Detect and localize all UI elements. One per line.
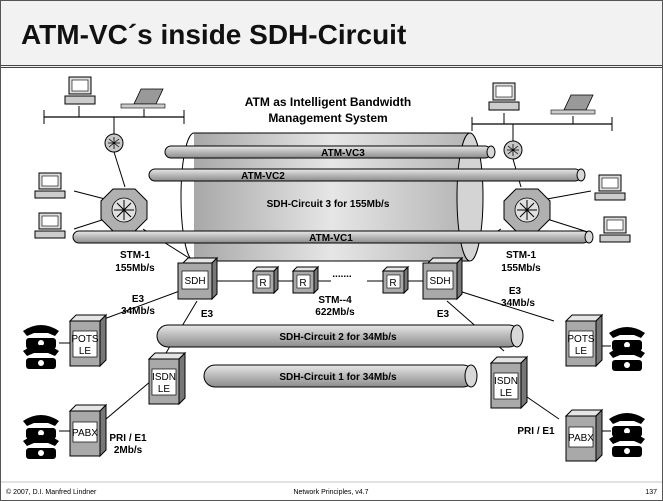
svg-text:ISDN: ISDN (494, 376, 518, 387)
isdn-exchange-left: ISDN LE (147, 351, 187, 406)
sdh-label: SDH (429, 276, 450, 287)
telephone-icon (23, 345, 59, 369)
title-bar: ATM-VC´s inside SDH-Circuit (1, 1, 662, 68)
regenerator-icon: R (291, 265, 320, 295)
atm-vc2-pipe (148, 168, 586, 182)
computer-icon (488, 82, 520, 111)
svg-text:R: R (259, 278, 266, 289)
svg-text:LE: LE (500, 388, 513, 399)
pri-label-right: PRI / E1 (517, 426, 555, 437)
atm-vc3-pipe (164, 145, 496, 159)
svg-text:R: R (389, 278, 396, 289)
computer-icon (594, 174, 626, 201)
stm4-label: STM--4 (318, 295, 352, 306)
sdh-circuit-3-label: SDH-Circuit 3 for 155Mb/s (267, 199, 390, 210)
svg-text:LE: LE (575, 346, 588, 357)
router-icon (104, 133, 124, 153)
stm4-rate: 622Mb/s (315, 307, 355, 318)
stm1-rate-right: 155Mb/s (501, 263, 541, 274)
atm-vc3-label: ATM-VC3 (321, 148, 365, 159)
computer-icon (599, 216, 631, 243)
footer-course: Network Principles, v4.7 (293, 489, 368, 496)
sdh-node-right: SDH (422, 256, 464, 301)
headline-line1: ATM as Intelligent Bandwidth (245, 95, 411, 109)
e3-label-right: E3 (509, 286, 522, 297)
telephone-icon (609, 347, 645, 371)
svg-text:LE: LE (158, 384, 171, 395)
stm1-label-right: STM-1 (506, 250, 536, 261)
pabx-left: PABX (68, 403, 108, 458)
pots-exchange-left: POTS LE (68, 313, 108, 368)
lan-right (471, 113, 613, 141)
page-title: ATM-VC´s inside SDH-Circuit (21, 19, 407, 50)
headline-line2: Management System (268, 111, 387, 125)
stm1-rate-left: 155Mb/s (115, 263, 155, 274)
sdh-circuit-1-pipe (203, 364, 478, 388)
regenerator-icon: R (381, 265, 410, 295)
svg-text:ISDN: ISDN (152, 372, 176, 383)
svg-text:PABX: PABX (72, 428, 98, 439)
e3-rate-right: 34Mb/s (501, 298, 535, 309)
pots-exchange-right: POTS LE (564, 313, 604, 368)
computer-icon (34, 212, 66, 239)
atm-vc1-label: ATM-VC1 (309, 233, 353, 244)
svg-text:PABX: PABX (568, 433, 594, 444)
e3-label-center-right: E3 (437, 309, 450, 320)
sdh-circuit-1-label: SDH-Circuit 1 for 34Mb/s (279, 372, 397, 383)
svg-text:LE: LE (79, 346, 92, 357)
lan-left (43, 106, 185, 134)
stm1-label-left: STM-1 (120, 250, 150, 261)
pabx-right: PABX (564, 408, 604, 463)
laptop-icon (550, 94, 596, 115)
atm-vc2-label: ATM-VC2 (241, 171, 285, 182)
page-number: 137 (645, 489, 657, 496)
pri-label-left: PRI / E1 (109, 433, 147, 444)
footer-copyright: © 2007, D.I. Manfred Lindner (6, 488, 97, 496)
sdh-circuit-2-label: SDH-Circuit 2 for 34Mb/s (279, 332, 397, 343)
e3-rate-left: 34Mb/s (121, 306, 155, 317)
sdh-circuit-2-pipe (156, 324, 524, 348)
pri-rate-left: 2Mb/s (114, 445, 143, 456)
svg-text:R: R (299, 278, 306, 289)
e3-label-left: E3 (132, 294, 145, 305)
router-icon (503, 140, 523, 160)
isdn-exchange-right: ISDN LE (489, 355, 529, 410)
laptop-icon (120, 88, 166, 109)
sdh-label: SDH (184, 276, 205, 287)
computer-icon (34, 172, 66, 199)
e3-label-center-left: E3 (201, 309, 214, 320)
svg-text:POTS: POTS (71, 334, 99, 345)
atm-switch-icon (100, 188, 148, 232)
regenerator-icon: R (251, 265, 280, 295)
atm-vc1-pipe (72, 230, 594, 244)
telephone-icon (609, 433, 645, 457)
telephone-icon (23, 435, 59, 459)
sdh-node-left: SDH (177, 256, 219, 301)
dots-label: ....... (332, 269, 352, 280)
atm-switch-icon (503, 188, 551, 232)
computer-icon (64, 76, 96, 105)
svg-text:POTS: POTS (567, 334, 595, 345)
